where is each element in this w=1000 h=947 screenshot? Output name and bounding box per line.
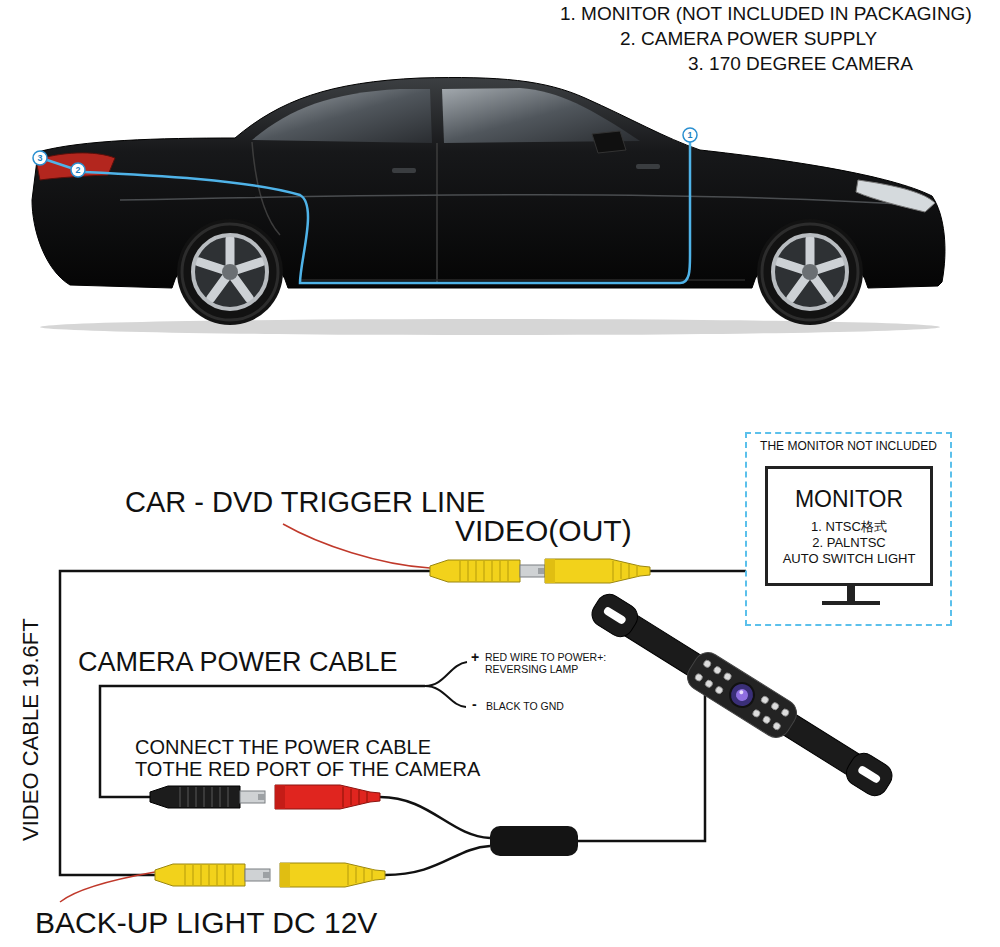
callout-number: 3 xyxy=(37,153,42,163)
license-plate-camera xyxy=(762,715,772,725)
callout-number: 2 xyxy=(75,165,80,175)
front-wheel xyxy=(757,219,863,325)
node-line: 2. PALNTSC xyxy=(812,535,885,551)
polarity-sign: - xyxy=(472,696,477,712)
side-mirror xyxy=(592,131,626,153)
license-plate-camera xyxy=(857,765,882,785)
license-plate-camera xyxy=(602,606,627,626)
head-light xyxy=(856,180,935,212)
license-plate-camera xyxy=(694,673,704,683)
license-plate-camera xyxy=(714,685,724,695)
license-plate-camera xyxy=(760,695,770,705)
callout-number: 1 xyxy=(687,130,692,140)
power-branch-plus xyxy=(425,662,467,686)
node-line: 1. NTSC格式 xyxy=(811,519,887,535)
license-plate-camera xyxy=(752,709,762,719)
tail-light xyxy=(36,153,115,180)
signal-label: CAR - DVD TRIGGER LINE xyxy=(125,486,485,519)
power-socket xyxy=(275,785,380,809)
camera-wire-route xyxy=(47,160,71,168)
wire-note: BLACK TO GND xyxy=(486,700,564,712)
license-plate-camera xyxy=(682,647,802,742)
rca-plug xyxy=(430,560,545,582)
signal-label: VIDEO(OUT) xyxy=(455,514,632,549)
callout-circle xyxy=(71,163,85,177)
monitor-stand xyxy=(847,584,855,602)
license-plate-camera xyxy=(725,678,758,711)
polarity-sign: + xyxy=(471,649,479,665)
license-plate-camera xyxy=(587,589,642,641)
camera-wire-route xyxy=(84,142,690,283)
license-plate-camera xyxy=(780,708,790,718)
rca-socket xyxy=(545,559,650,583)
monitor-not-included-box: THE MONITOR NOT INCLUDED MONITOR 1. NTSC格式… xyxy=(745,432,952,626)
license-plate-camera xyxy=(723,672,733,682)
license-plate-camera xyxy=(739,689,745,695)
license-plate-camera xyxy=(702,659,712,669)
junction-box xyxy=(490,826,578,856)
car-illustration xyxy=(32,78,945,335)
rear-wheel xyxy=(177,219,283,325)
trigger-line xyxy=(283,524,430,568)
door-lines xyxy=(300,279,745,281)
trigger-line xyxy=(60,872,155,902)
license-plate-camera xyxy=(734,687,751,704)
node-heading: MONITOR xyxy=(795,486,903,514)
cable-label: CAMERA POWER CABLE xyxy=(78,647,398,678)
license-plate-camera xyxy=(842,748,897,800)
camera-lead xyxy=(385,846,490,875)
node-line: AUTO SWITCH LIGHT xyxy=(783,551,916,567)
monitor-screen: MONITOR 1. NTSC格式2. PALNTSCAUTO SWITCH LI… xyxy=(765,466,933,586)
license-plate-camera xyxy=(694,659,790,731)
rca-socket xyxy=(280,863,385,887)
signal-label: BACK-UP LIGHT DC 12V xyxy=(35,906,377,941)
video-cable xyxy=(60,571,430,875)
door-lines xyxy=(120,195,930,206)
callout-circle xyxy=(33,151,47,165)
license-plate-camera xyxy=(586,587,899,803)
parts-list-item: 2. CAMERA POWER SUPPLY xyxy=(620,28,877,50)
rca-plug xyxy=(155,864,270,886)
instruction-note: CONNECT THE POWER CABLE TOTHE RED PORT O… xyxy=(135,736,493,780)
license-plate-camera xyxy=(704,679,714,689)
parts-list-item: 3. 170 DEGREE CAMERA xyxy=(688,53,913,75)
power-plug xyxy=(150,786,265,808)
door-lines xyxy=(436,143,438,282)
rear-side-window xyxy=(252,89,432,143)
monitor-cable xyxy=(650,570,746,573)
parts-list-item: 1. MONITOR (NOT INCLUDED IN PACKAGING) xyxy=(560,3,972,25)
monitor-stand xyxy=(822,601,880,605)
callout-circle xyxy=(683,128,697,142)
node-heading: THE MONITOR NOT INCLUDED xyxy=(751,439,946,453)
wire-note: RED WIRE TO POWER+: REVERSING LAMP xyxy=(485,651,635,675)
license-plate-camera xyxy=(713,665,723,675)
camera-lead xyxy=(380,797,490,838)
license-plate-camera xyxy=(770,701,780,711)
power-branch-minus xyxy=(425,686,466,707)
door-handle xyxy=(636,164,660,169)
monitor-stand xyxy=(822,584,880,605)
license-plate-camera xyxy=(596,597,889,792)
wiring-diagram xyxy=(60,524,746,902)
cable-label: VIDEO CABLE 19.6FT xyxy=(17,619,42,842)
camera-lead xyxy=(578,690,705,841)
door-handle xyxy=(392,168,416,173)
license-plate-camera xyxy=(772,721,782,731)
